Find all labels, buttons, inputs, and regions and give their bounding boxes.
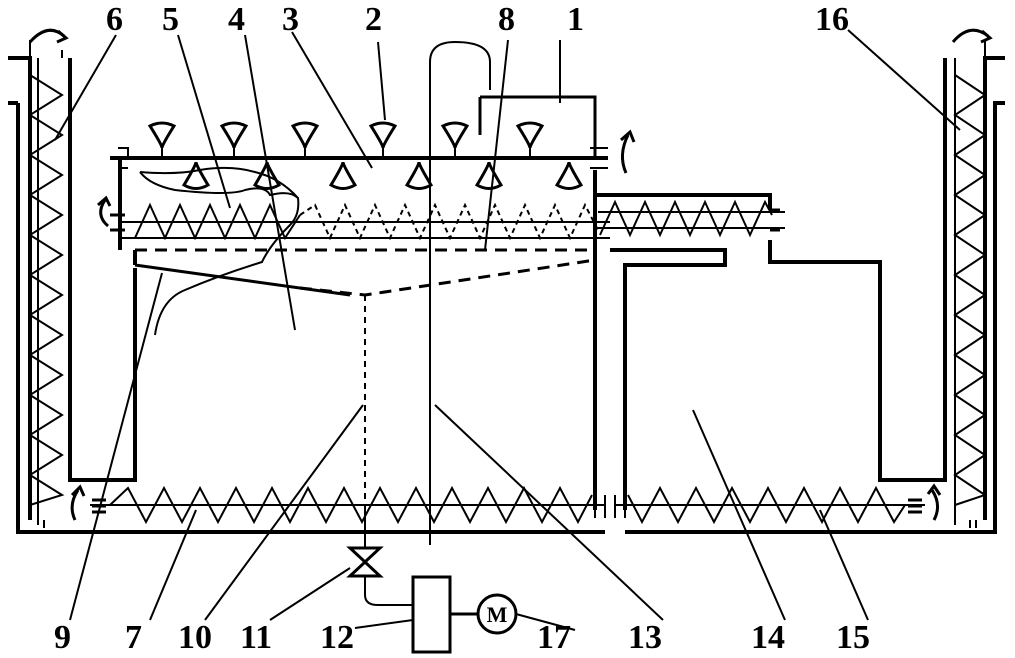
- label-3: 3: [282, 1, 299, 38]
- motor-letter: M: [487, 602, 508, 627]
- valve: [346, 505, 413, 606]
- label-16: 16: [815, 1, 849, 38]
- label-17: 17: [537, 619, 571, 656]
- label-10: 10: [178, 619, 212, 656]
- label-12: 12: [320, 619, 354, 656]
- upper-nozzle-row: [147, 121, 545, 158]
- label-8: 8: [498, 1, 515, 38]
- transfer-screw: [595, 193, 785, 510]
- outer-housing: [8, 101, 1005, 534]
- motor: M: [450, 593, 518, 635]
- label-9: 9: [54, 619, 71, 656]
- label-14: 14: [751, 619, 785, 656]
- label-6: 6: [106, 1, 123, 38]
- liquid-outline: [139, 166, 300, 336]
- right-vertical-conveyor: [768, 28, 1005, 528]
- pump: [411, 575, 452, 654]
- label-7: 7: [125, 619, 142, 656]
- label-5: 5: [162, 1, 179, 38]
- central-vessel: [97, 40, 636, 545]
- callout-labels: 1 2 3 4 5 6 8 16 9 7 10 11 12 17 13 14 1…: [54, 1, 870, 656]
- label-1: 1: [567, 1, 584, 38]
- leader-lines: [54, 29, 961, 631]
- label-2: 2: [365, 1, 382, 38]
- lower-nozzle-row: [181, 161, 584, 190]
- bottom-screw-left: [70, 484, 606, 525]
- label-13: 13: [628, 619, 662, 656]
- bottom-screw-right: [614, 483, 942, 525]
- left-vertical-conveyor: [8, 28, 137, 528]
- label-4: 4: [228, 1, 245, 38]
- label-11: 11: [240, 619, 272, 656]
- label-15: 15: [836, 619, 870, 656]
